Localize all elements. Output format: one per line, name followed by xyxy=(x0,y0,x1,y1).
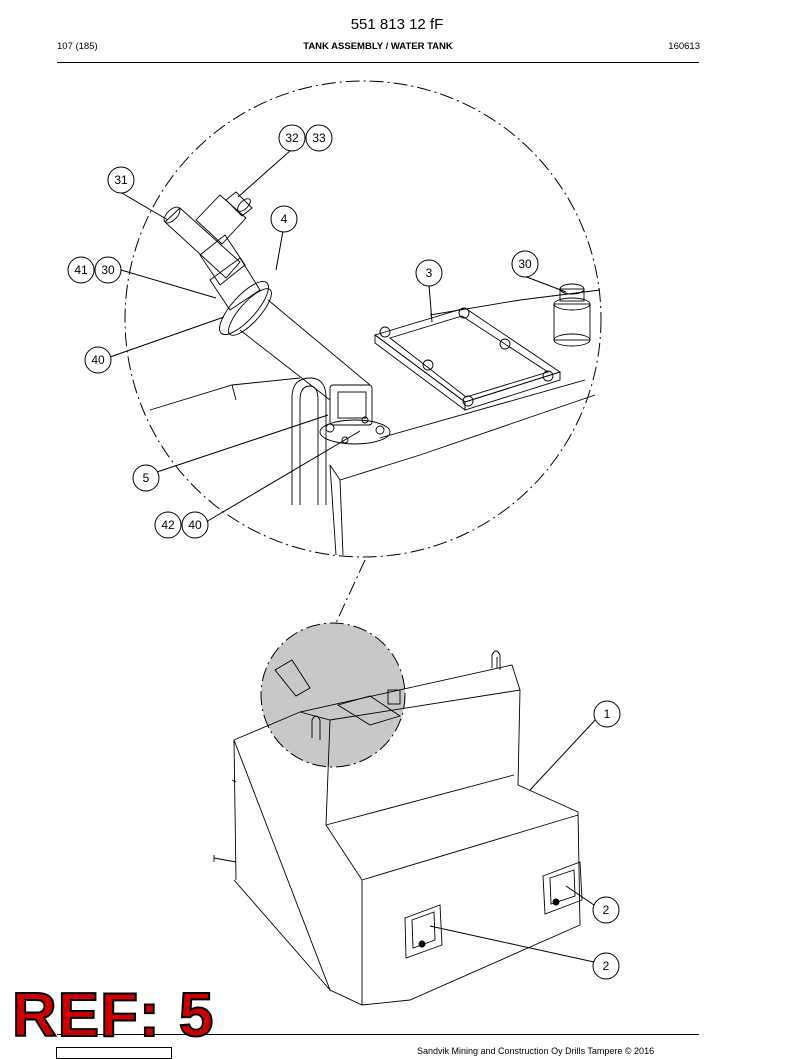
callout-3: 3 xyxy=(415,259,443,287)
footer-copyright: Sandvik Mining and Construction Oy Drill… xyxy=(417,1046,655,1056)
sensor-housing xyxy=(291,377,391,505)
detail-link-line xyxy=(334,559,366,626)
callout-33: 33 xyxy=(305,124,333,152)
svg-text:5: 5 xyxy=(143,471,150,485)
callout-2-upper: 2 xyxy=(592,896,620,924)
callout-30-left: 30 xyxy=(94,256,122,284)
detail-highlight xyxy=(260,622,406,768)
mounting-bracket-right xyxy=(542,861,583,915)
svg-text:2: 2 xyxy=(603,903,610,917)
svg-text:32: 32 xyxy=(285,131,299,145)
callout-31: 31 xyxy=(107,166,135,194)
mounting-bracket-left xyxy=(404,904,443,959)
fitting-right xyxy=(553,283,591,347)
svg-text:30: 30 xyxy=(518,257,532,271)
svg-text:2: 2 xyxy=(603,959,610,973)
svg-text:42: 42 xyxy=(161,518,175,532)
callout-32: 32 xyxy=(278,124,306,152)
svg-text:3: 3 xyxy=(426,266,433,280)
reference-stamp: REF: 5 xyxy=(11,981,215,1050)
callout-4: 4 xyxy=(270,205,298,233)
callout-40-left: 40 xyxy=(84,346,112,374)
revision-code: 160613 xyxy=(668,41,700,52)
svg-text:1: 1 xyxy=(604,707,611,721)
inspection-plate xyxy=(374,307,562,411)
leader-lines xyxy=(109,149,598,963)
callout-41: 41 xyxy=(67,256,95,284)
svg-text:30: 30 xyxy=(101,263,115,277)
callout-30-right: 30 xyxy=(511,250,539,278)
svg-text:40: 40 xyxy=(188,518,202,532)
svg-text:41: 41 xyxy=(74,263,88,277)
page-number: 107 (185) xyxy=(57,41,98,52)
callout-2-lower: 2 xyxy=(592,952,620,980)
svg-text:33: 33 xyxy=(312,131,326,145)
svg-text:31: 31 xyxy=(114,173,128,187)
callout-40-bottom: 40 xyxy=(181,511,209,539)
footer-rule xyxy=(57,1034,699,1035)
header-rule xyxy=(57,62,699,63)
valve-assembly xyxy=(163,191,261,311)
detail-view-boundary xyxy=(124,80,602,558)
svg-text:4: 4 xyxy=(281,212,288,226)
page-title: TANK ASSEMBLY / WATER TANK xyxy=(303,41,453,52)
callout-42: 42 xyxy=(154,511,182,539)
callout-1: 1 xyxy=(593,700,621,728)
detail-miniature xyxy=(274,659,402,740)
water-tank xyxy=(213,650,581,1006)
document-number: 551 813 12 fF xyxy=(350,16,444,33)
detail-tank-body xyxy=(149,289,601,556)
fill-pipe xyxy=(219,281,371,401)
callout-5: 5 xyxy=(132,464,160,492)
svg-text:40: 40 xyxy=(91,353,105,367)
